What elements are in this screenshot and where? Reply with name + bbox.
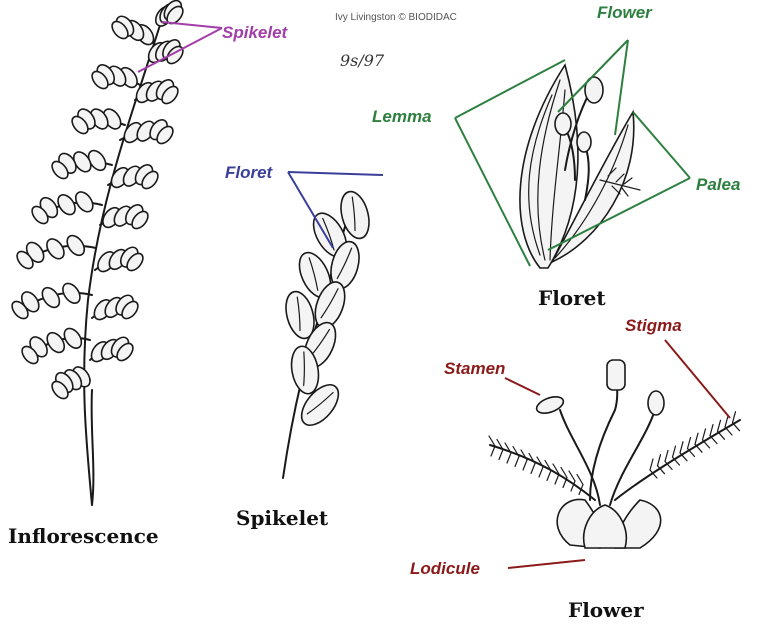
stigma-hair [733,423,740,431]
stigma-hair [710,425,713,436]
spikelet-cluster [43,236,67,262]
spikelet-cluster [72,189,96,215]
stigma-hair [547,471,551,481]
spikelet-cluster [64,232,88,258]
label-lodicule: Lodicule [410,559,480,578]
label-flower: Flower [597,3,653,22]
inflorescence-drawing [9,0,186,505]
caption-spikelet: Spikelet [236,506,329,530]
floret-drawing [520,65,640,268]
label-spikelet: Spikelet [222,23,289,42]
stigma-hair [688,438,691,449]
stigma-hair [665,450,668,461]
spikelet-drawing [281,188,374,478]
stigma-hair [529,454,535,464]
spikelet-cluster [39,285,63,311]
stigma-hair [513,447,519,457]
stigma-hair [703,429,706,440]
stigma-hair [658,455,661,466]
spikelet-cluster [55,192,79,218]
label-palea: Palea [696,175,740,194]
stigma-hair [680,442,683,453]
stigma-hair [569,471,575,481]
stigma-hair [491,446,495,456]
stigma-hair [673,446,676,457]
stigma-hair [515,457,519,467]
stigma-hair [718,431,725,439]
caption-floret: Floret [538,286,606,310]
stigma-hair [725,416,728,427]
label-lemma: Lemma [372,107,432,126]
stigma-hair [725,427,732,435]
stigma-hair [499,450,503,460]
stigma-hair [531,464,535,474]
caption-inflorescence: Inflorescence [8,524,159,548]
label-stigma: Stigma [625,316,682,335]
stigma-hair [733,412,736,423]
spikelet-cluster [59,280,83,306]
stigma-hair [521,450,527,460]
stigma-hair [718,420,721,431]
stigma-hair [555,474,559,484]
label-stamen: Stamen [444,359,505,378]
stigma-hair [523,460,527,470]
label-floret: Floret [225,163,274,182]
signature-text: 9s/97 [340,51,385,70]
stigma-hair [577,475,583,485]
stigma-hair [650,459,653,470]
caption-flower: Flower [568,598,644,622]
stigma-hair [695,433,698,444]
stigma-hair [507,453,511,463]
stigma-hair [539,467,543,477]
stigma-hair [710,436,717,444]
credit-text: Ivy Livingston © BIODIDAC [335,12,457,23]
